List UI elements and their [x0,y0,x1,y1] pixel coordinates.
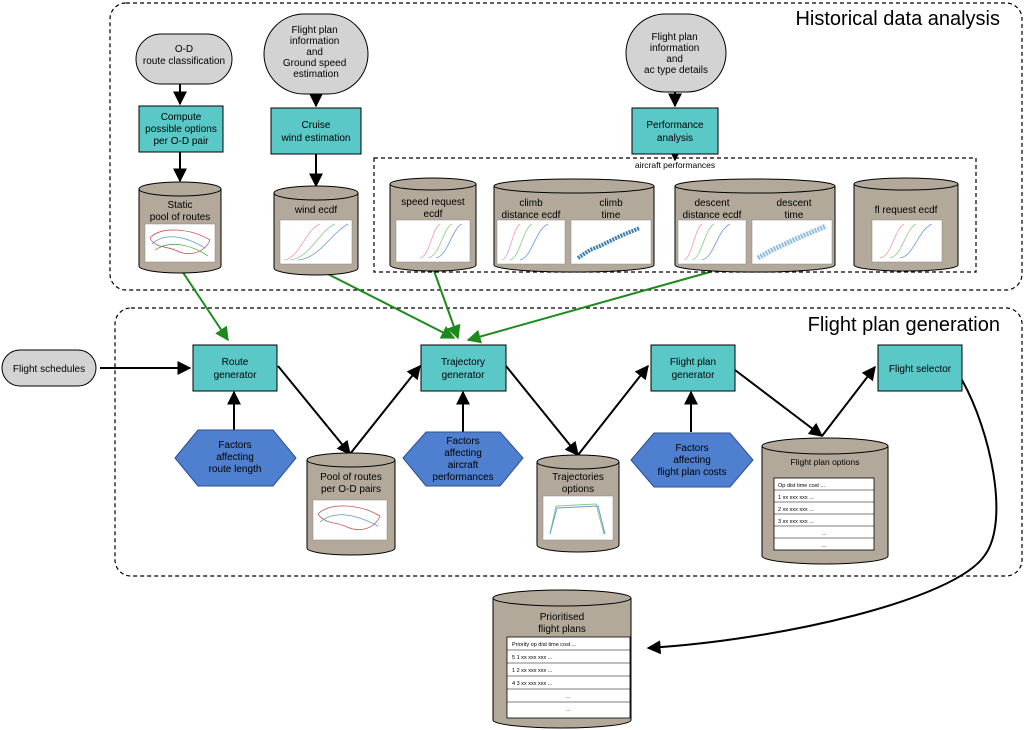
svg-text:3 xx xxx xxx ...: 3 xx xxx xxx ... [778,519,814,525]
svg-text:5 1 xx xxx xxx ...: 5 1 xx xxx xxx ... [512,655,553,661]
input-flight-schedules: Flight schedules [1,349,97,387]
svg-text:4 3 xx xxx xxx ...: 4 3 xx xxx xxx ... [512,681,553,687]
generation-section [114,307,1023,577]
historical-title: Historical data analysis [795,8,1000,30]
store-flight-plan-options: Flight plan options Op dist time cost ..… [761,437,889,565]
arrows-green [179,267,711,344]
arrows-black [100,84,998,655]
aircraft-performances-label: aircraft performances [635,160,715,170]
historical-section [109,2,1023,291]
svg-text:Flight plan information: Flight plan information and Ground speed… [283,25,349,80]
svg-text:1 2 xx xxx xxx ...: 1 2 xx xxx xxx ... [512,668,553,674]
input-flight-plan-ac-type: Flight plan information and ac type deta… [625,13,727,93]
speed-request-plot [395,219,471,263]
svg-text:fl request ecdf: fl request ecdf [875,205,938,216]
prioritised-table: Priority op dist time cost ... 5 1 xx xx… [506,636,631,719]
pool-routes-plot [312,499,388,541]
static-pool-route-plot [144,223,216,263]
climb-distance-plot [496,219,566,265]
svg-text:...: ... [822,531,827,537]
aircraft-performances-group [373,157,977,273]
descent-distance-plot [677,219,747,265]
store-wind-ecdf: wind ecdf [273,185,359,276]
input-flight-plan-ground-speed: Flight plan information and Ground speed… [263,13,369,95]
svg-text:Flight plan information: Flight plan information and ac type deta… [644,32,708,76]
svg-text:1 xx xxx xxx ...: 1 xx xxx xxx ... [778,495,814,501]
svg-text:...: ... [566,707,571,713]
process-flight-selector: Flight selector [877,344,963,392]
fl-request-plot [871,219,943,263]
svg-text:wind ecdf: wind ecdf [294,205,337,216]
svg-text:...: ... [566,694,571,700]
wind-ecdf-plot [279,219,353,265]
flight-plan-options-table: Op dist time cost ... 1 xx xxx xxx ... 2… [773,477,875,551]
svg-text:Flight schedules: Flight schedules [13,364,85,375]
svg-text:Flight selector: Flight selector [889,364,952,375]
generation-title: Flight plan generation [808,314,1000,336]
descent-time-plot [751,219,833,265]
trajectories-plot [542,495,614,541]
svg-text:2 xx xxx xxx ...: 2 xx xxx xxx ... [778,507,814,513]
store-fl-request: fl request ecdf [853,177,959,272]
climb-time-plot [570,219,652,265]
svg-text:...: ... [822,543,827,549]
svg-text:Flight plan options: Flight plan options [791,457,860,467]
svg-text:Priority op dist time cost ...: Priority op dist time cost ... [512,642,577,648]
svg-text:Op dist time cost ...: Op dist time cost ... [778,483,826,489]
